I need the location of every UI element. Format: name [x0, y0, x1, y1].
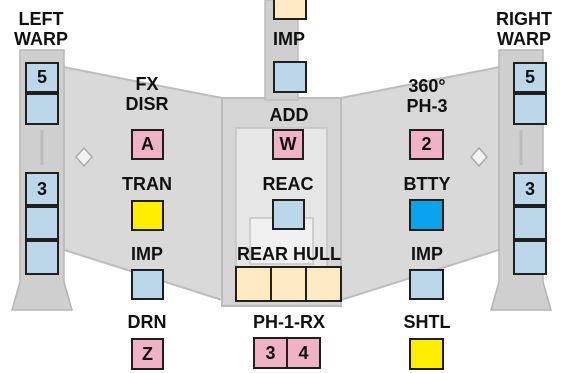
center-imp-label: IMP [272, 29, 306, 49]
rear-hull-box-3[interactable] [305, 266, 342, 302]
reac-label: REAC [262, 174, 314, 194]
left-warp-box-5[interactable] [25, 240, 59, 275]
right-imp-box[interactable] [409, 269, 444, 300]
ph3-label: 360°PH-3 [406, 76, 448, 116]
forward-hull-box[interactable] [273, 0, 307, 20]
right-wing-marker [469, 146, 489, 168]
right-warp-box-1[interactable]: 5 [513, 62, 547, 93]
ph1rx-box-2-value: 4 [298, 342, 309, 363]
left-imp-box[interactable] [131, 269, 164, 300]
left-warp-box-3-value: 3 [36, 178, 47, 199]
fx-disr-box[interactable]: A [131, 129, 164, 160]
ph1rx-box-1-value: 3 [265, 342, 276, 363]
right-warp-box-3[interactable]: 3 [513, 172, 547, 206]
right-warp-box-2[interactable] [513, 93, 547, 125]
right-warp-box-3-value: 3 [524, 178, 535, 199]
rear-hull-box-2[interactable] [270, 266, 307, 302]
reac-box[interactable] [272, 199, 305, 230]
add-box[interactable]: W [272, 129, 304, 160]
left-warp-box-1[interactable]: 5 [25, 62, 59, 93]
right-warp-box-1-value: 5 [524, 67, 535, 87]
btty-box[interactable] [409, 199, 444, 231]
left-wing-marker [74, 146, 94, 168]
btty-label: BTTY [403, 174, 451, 194]
shtl-label: SHTL [403, 312, 451, 332]
tran-label: TRAN [122, 174, 172, 194]
left-warp-box-4[interactable] [25, 206, 59, 240]
drn-label: DRN [127, 312, 167, 332]
center-imp-box[interactable] [273, 61, 307, 93]
fx-disr-value: A [141, 134, 154, 154]
left-warp-box-2[interactable] [25, 93, 59, 125]
ph1rx-box-2[interactable]: 4 [286, 337, 321, 369]
rear-hull-label: REAR HULL [237, 244, 341, 264]
tran-box[interactable] [131, 200, 164, 231]
right-warp-box-5[interactable] [513, 240, 547, 275]
right-imp-label: IMP [410, 244, 444, 264]
ph1rx-box-1[interactable]: 3 [253, 337, 288, 369]
left-warp-box-1-value: 5 [36, 67, 47, 87]
shtl-box[interactable] [409, 338, 444, 370]
right-warp-box-4[interactable] [513, 206, 547, 240]
add-label: ADD [269, 105, 309, 125]
left-warp-box-3[interactable]: 3 [25, 172, 59, 206]
ph3-box[interactable]: 2 [409, 129, 444, 160]
ph1rx-label: PH-1-RX [252, 312, 326, 332]
rear-hull-box-1[interactable] [235, 266, 272, 302]
add-value: W [279, 134, 297, 154]
ph3-value: 2 [421, 134, 432, 154]
drn-box[interactable]: Z [131, 338, 164, 370]
drn-value: Z [142, 343, 153, 364]
left-imp-label: IMP [130, 244, 164, 264]
